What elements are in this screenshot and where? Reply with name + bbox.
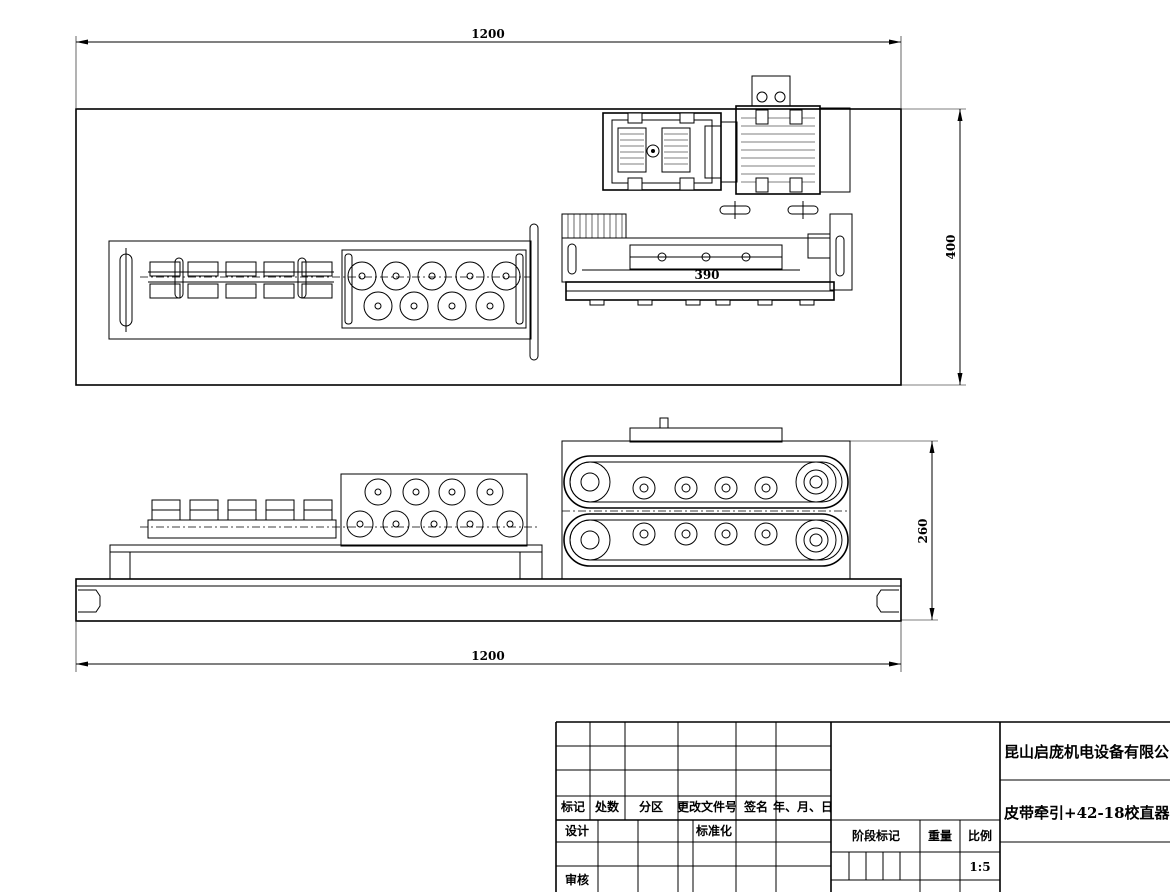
title-block: 昆山启庞机电设备有限公司 皮带牵引+42-18校直器 标记 处数 分区 更改文件… (555, 721, 1170, 892)
belt-puller-top: 390 (561, 213, 853, 306)
header-count: 处数 (594, 799, 620, 814)
motor-mount-slots (719, 201, 819, 219)
base-frame (75, 578, 902, 622)
header-zone: 分区 (639, 799, 663, 814)
scale-value: 1:5 (969, 860, 990, 874)
straightener-rollers-top (347, 261, 521, 321)
top-view: 1200 400 (75, 27, 966, 386)
belt-span-label: 390 (694, 268, 719, 282)
motor (735, 75, 851, 195)
weight-label: 重量 (928, 828, 952, 843)
header-change-doc: 更改文件号 (677, 799, 737, 814)
gearbox-reducer (602, 112, 738, 191)
guide-rollers-front (140, 499, 540, 539)
front-width-label: 1200 (471, 649, 504, 663)
top-width-dimension: 1200 (75, 27, 902, 108)
top-base-plate (75, 108, 902, 386)
company-name: 昆山启庞机电设备有限公司 (1004, 743, 1170, 761)
front-height-label: 260 (916, 518, 930, 543)
straightener-support (109, 544, 543, 580)
row-design: 设计 (565, 823, 589, 838)
row-standardize: 标准化 (695, 823, 732, 838)
front-view: 260 1200 (75, 417, 938, 672)
scale-label: 比例 (968, 828, 992, 843)
upper-belt (563, 455, 849, 509)
straightener-top (108, 223, 539, 361)
belt-puller-front (561, 417, 851, 580)
straightener-front (340, 473, 528, 547)
header-signature: 签名 (743, 799, 768, 814)
guide-rollers-top (149, 261, 333, 299)
lower-belt (563, 513, 849, 567)
top-height-dimension: 400 (901, 108, 966, 386)
row-review: 审核 (565, 872, 589, 887)
top-width-label: 1200 (471, 27, 504, 41)
header-mark: 标记 (560, 799, 585, 814)
front-width-dimension: 1200 (75, 622, 902, 672)
stage-mark-label: 阶段标记 (852, 828, 900, 843)
top-height-label: 400 (944, 234, 958, 259)
drawing-name: 皮带牵引+42-18校直器 (1004, 804, 1170, 822)
front-height-dimension: 260 (850, 440, 938, 621)
header-date: 年、月、日 (773, 799, 833, 814)
